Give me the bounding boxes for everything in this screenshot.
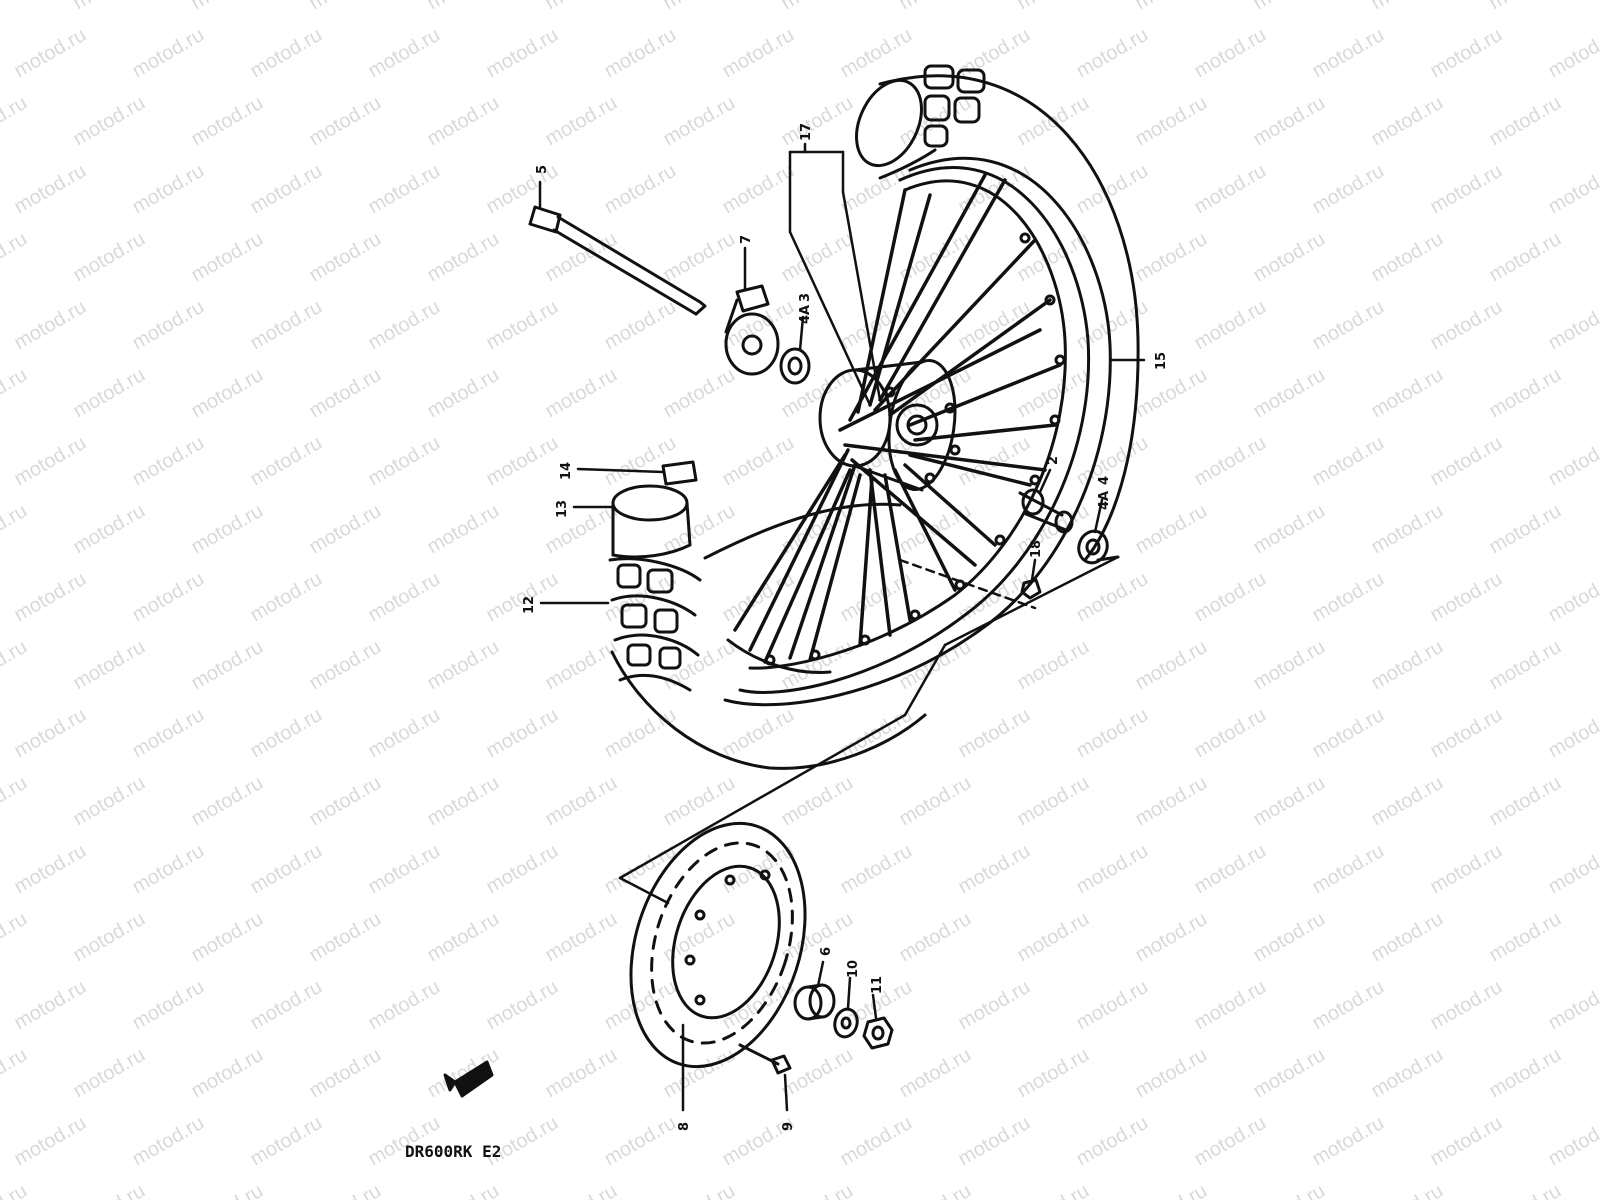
rim-band-icon <box>661 460 698 486</box>
spacer-icon <box>793 983 836 1021</box>
callout-3: 3 <box>798 293 813 302</box>
axle-nut-icon <box>862 1016 894 1050</box>
disc-bolt-icon <box>738 1043 792 1075</box>
wheel-spacer-icon <box>1018 488 1074 534</box>
callout-10: 10 <box>846 960 861 978</box>
callout-13: 13 <box>555 500 570 518</box>
front-direction-arrow-icon <box>443 1060 494 1098</box>
callout-9: 9 <box>781 1122 796 1131</box>
model-label: DR600RK E2 <box>405 1142 501 1161</box>
brake-disc-icon <box>629 821 807 1069</box>
exploded-view-guide <box>618 555 1120 905</box>
callout-11: 11 <box>870 976 885 994</box>
callout-labels: 5 7 3 4A 17 15 14 13 12 2 18 4 4A 6 10 1… <box>522 123 1169 1131</box>
hub-icon <box>818 358 961 492</box>
oil-seal-icon <box>779 347 811 385</box>
washer-icon <box>833 1007 859 1039</box>
callout-7: 7 <box>739 235 754 244</box>
callout-12: 12 <box>522 596 537 614</box>
rim-lock-nut-icon <box>1020 578 1042 600</box>
callout-2: 2 <box>1046 456 1061 465</box>
callout-14: 14 <box>559 462 574 480</box>
callout-15: 15 <box>1154 352 1169 370</box>
callout-4a-upper: 4A <box>798 305 813 324</box>
speedometer-gearbox-icon <box>724 284 780 376</box>
callout-5: 5 <box>535 165 550 174</box>
callout-8: 8 <box>677 1122 692 1131</box>
axle-icon <box>528 205 707 316</box>
callout-6: 6 <box>819 947 834 956</box>
callout-18: 18 <box>1029 540 1044 558</box>
inner-tube-icon <box>611 484 692 559</box>
callout-4: 4 <box>1097 476 1112 485</box>
callout-4a-lower: 4A <box>1097 491 1112 510</box>
leader-lines <box>538 142 1146 1112</box>
callout-17: 17 <box>799 123 814 141</box>
bearing-icon <box>1077 529 1109 565</box>
